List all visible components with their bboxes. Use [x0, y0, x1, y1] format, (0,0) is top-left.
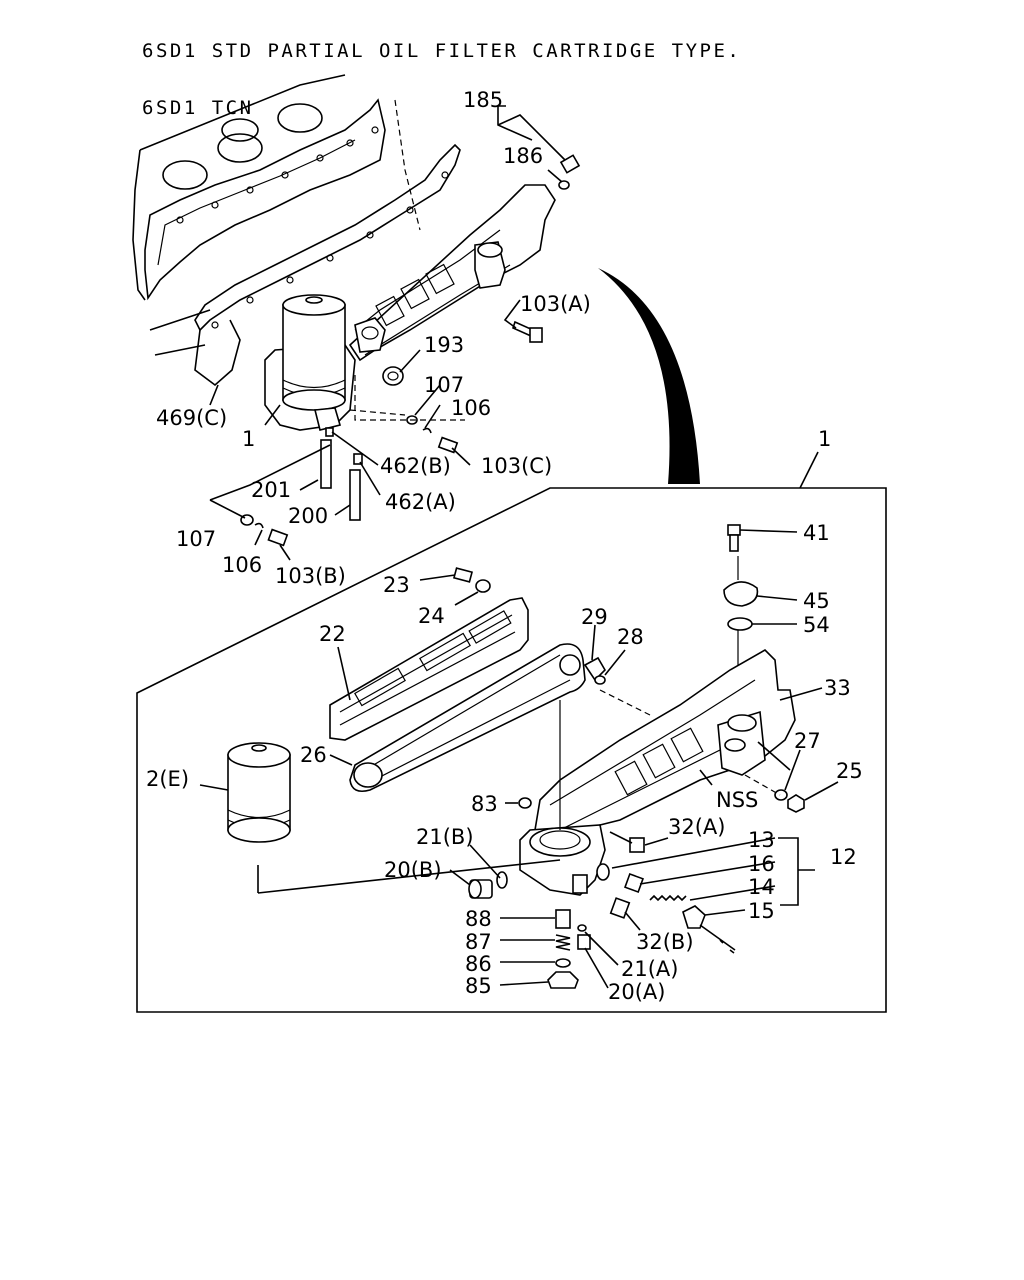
label-83: 83	[471, 792, 498, 816]
label-20a: 20(A)	[608, 980, 665, 1004]
label-20b: 20(B)	[384, 858, 442, 882]
header-line-1: 6SD1 STD PARTIAL OIL FILTER CARTRIDGE TY…	[142, 40, 742, 62]
label-85: 85	[465, 974, 492, 998]
label-469c: 469(C)	[156, 406, 227, 430]
bolt-b	[609, 897, 641, 931]
label-24: 24	[418, 604, 445, 628]
label-45: 45	[803, 589, 830, 613]
label-14: 14	[748, 875, 775, 899]
label-107-top: 107	[424, 373, 464, 397]
small-parts-top	[240, 154, 581, 547]
diagram-header: 6SD1 STD PARTIAL OIL FILTER CARTRIDGE TY…	[142, 4, 741, 137]
cover-and-bolt	[723, 524, 798, 700]
label-462b: 462(B)	[380, 454, 451, 478]
label-54: 54	[803, 613, 830, 637]
bypass-valve-stack	[499, 909, 579, 989]
label-12: 12	[830, 845, 857, 869]
label-1-top: 1	[242, 427, 255, 451]
label-25: 25	[836, 759, 863, 783]
label-16: 16	[748, 852, 775, 876]
label-103a-top: 103(A)	[520, 292, 591, 316]
label-186: 186	[503, 144, 543, 168]
label-1-box: 1	[818, 427, 831, 451]
label-200: 200	[288, 504, 328, 528]
part-labels: 185 186 103(A) 193 107 106 469(C) 1 462(…	[146, 88, 863, 1004]
label-29: 29	[581, 605, 608, 629]
plate-and-bolts	[329, 567, 529, 741]
plug-and-bolt-a	[505, 769, 713, 853]
label-462a: 462(A)	[385, 490, 456, 514]
label-88: 88	[465, 907, 492, 931]
label-21b: 21(B)	[416, 825, 474, 849]
label-106-top: 106	[451, 396, 491, 420]
small-bracket-parts	[583, 624, 651, 716]
label-87: 87	[465, 930, 492, 954]
header-line-2: 6SD1 TCN	[142, 97, 254, 119]
detail-box	[136, 451, 887, 1013]
oil-cooler-body	[519, 649, 823, 896]
label-2e: 2(E)	[146, 767, 189, 791]
oil-filter-cartridge	[199, 742, 561, 894]
label-41: 41	[803, 521, 830, 545]
label-23: 23	[383, 573, 410, 597]
label-201: 201	[251, 478, 291, 502]
relief-valve-parts	[596, 837, 815, 954]
label-22: 22	[319, 622, 346, 646]
washer-nut	[744, 749, 839, 813]
label-33: 33	[824, 676, 851, 700]
label-27: 27	[794, 729, 821, 753]
label-193: 193	[424, 333, 464, 357]
oil-cooler-top-assembly	[264, 184, 556, 431]
leader-lines-top	[209, 105, 566, 561]
label-21a: 21(A)	[621, 957, 678, 981]
label-86: 86	[465, 952, 492, 976]
label-32b: 32(B)	[636, 930, 694, 954]
label-26: 26	[300, 743, 327, 767]
plug-a-parts	[577, 924, 619, 989]
explode-arrow	[598, 268, 700, 484]
label-107-bot: 107	[176, 527, 216, 551]
label-185: 185	[463, 88, 503, 112]
label-103b: 103(B)	[275, 564, 346, 588]
label-13: 13	[748, 828, 775, 852]
label-106-bot: 106	[222, 553, 262, 577]
cooler-gasket	[329, 643, 586, 793]
label-nss: NSS	[716, 788, 758, 812]
plug-b-parts	[449, 844, 508, 899]
label-103c: 103(C)	[481, 454, 552, 478]
label-15: 15	[748, 899, 775, 923]
engine-block-illustration	[132, 74, 461, 387]
label-28: 28	[617, 625, 644, 649]
label-32a: 32(A)	[668, 815, 725, 839]
